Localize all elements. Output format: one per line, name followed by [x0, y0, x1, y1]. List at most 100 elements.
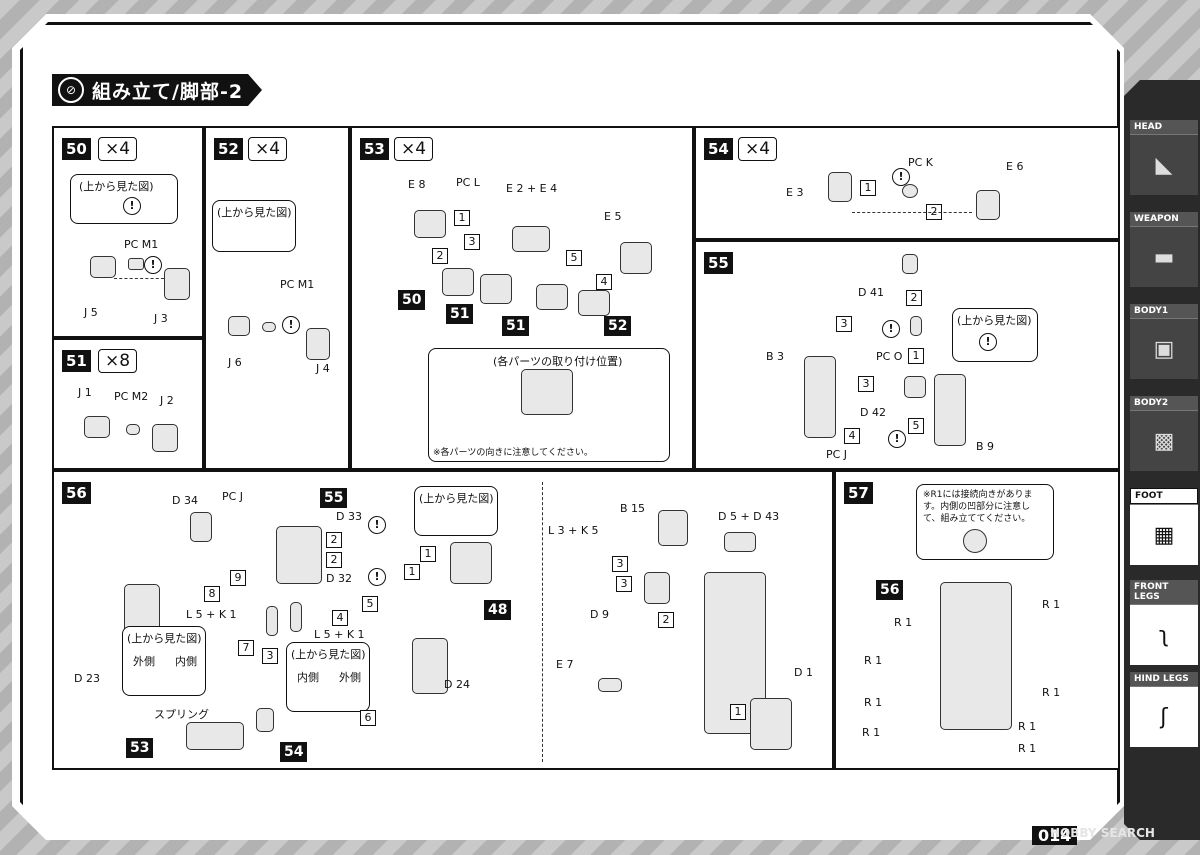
sidebar-tab-foot[interactable]: FOOT ▦ — [1130, 488, 1198, 565]
attention-icon: ! — [892, 168, 910, 186]
note-callout: ※R1には接続向きがあります。内側の凹部分に注意して、組み立ててください。 — [916, 484, 1054, 560]
subassembly-tag: 52 — [604, 316, 632, 336]
sidebar-tab-weapon[interactable]: WEAPON ▬ — [1130, 212, 1198, 287]
part-label: D 42 — [860, 406, 886, 419]
part-shape — [598, 678, 622, 692]
side-label: 外側 — [339, 671, 361, 684]
step-order-2: 2 — [326, 532, 342, 548]
part-shape — [578, 290, 610, 316]
part-label: D 41 — [858, 286, 884, 299]
part-shape — [976, 190, 1000, 220]
step-order-3: 3 — [464, 234, 480, 250]
sidebar-tab-label: FOOT — [1130, 488, 1198, 504]
step-number: 55 — [704, 252, 733, 274]
foot-icon: ▦ — [1130, 504, 1198, 565]
part-shape — [521, 369, 573, 415]
part-label: D 5 + D 43 — [718, 510, 780, 523]
step-order-1: 1 — [860, 180, 876, 196]
part-label: D 1 — [794, 666, 813, 679]
step-52-panel: 52 ×4 (上から見た図) PC M1 ! J 6 J 4 — [204, 126, 350, 470]
step-order-4: 4 — [596, 274, 612, 290]
step-order-3: 3 — [836, 316, 852, 332]
section-divider — [542, 482, 543, 762]
body2-icon: ▩ — [1130, 410, 1198, 471]
part-label: L 3 + K 5 — [548, 524, 599, 537]
part-shape — [480, 274, 512, 304]
part-shape — [750, 698, 792, 750]
watermark: HOBBY SEARCH — [1050, 826, 1155, 840]
step-order-2: 2 — [326, 552, 342, 568]
step-order-3: 3 — [616, 576, 632, 592]
part-shape — [190, 512, 212, 542]
step-order-5: 5 — [908, 418, 924, 434]
part-label: PC K — [908, 156, 934, 169]
part-label: R 1 — [1018, 720, 1037, 733]
part-shape — [152, 424, 178, 452]
pc-part — [128, 258, 144, 270]
guide-line — [114, 278, 164, 279]
wrench-icon: ⊘ — [58, 77, 84, 103]
step-order-5: 5 — [566, 250, 582, 266]
inner-outer-callout-left: (上から見た図) 外側 内側 — [122, 626, 206, 696]
top-view-callout: (上から見た図) ! — [952, 308, 1038, 362]
part-label: B 9 — [976, 440, 995, 453]
part-label: B 3 — [766, 350, 785, 363]
callout-title: (上から見た図) — [419, 492, 494, 505]
part-shape — [228, 316, 250, 336]
attention-icon: ! — [123, 197, 141, 215]
attention-icon: ! — [368, 568, 386, 586]
step-order-2: 2 — [658, 612, 674, 628]
top-view-callout: (上から見た図) ! — [70, 174, 178, 224]
part-label: D 33 — [336, 510, 362, 523]
pc-part — [126, 424, 140, 435]
pc-part — [910, 316, 922, 336]
part-shape — [442, 268, 474, 296]
step-order-4: 4 — [332, 610, 348, 626]
part-label: D 34 — [172, 494, 198, 507]
part-label: PC M1 — [124, 238, 159, 251]
part-label: E 7 — [556, 658, 574, 671]
part-label: R 1 — [1042, 686, 1061, 699]
part-label: E 3 — [786, 186, 804, 199]
sidebar-tab-head[interactable]: HEAD ◣ — [1130, 120, 1198, 195]
sidebar-tab-body2[interactable]: BODY2 ▩ — [1130, 396, 1198, 471]
step-order-7: 7 — [238, 640, 254, 656]
step-51-panel: 51 ×8 J 1 PC M2 J 2 — [52, 338, 204, 470]
part-shape — [84, 416, 110, 438]
part-label: E 6 — [1006, 160, 1024, 173]
quantity: ×4 — [394, 137, 434, 161]
weapon-icon: ▬ — [1130, 226, 1198, 287]
callout-title: (上から見た図) — [79, 180, 154, 193]
step-53-panel: 53 ×4 E 8 PC L E 2 + E 4 E 5 1 2 3 5 4 5… — [350, 126, 694, 470]
sidebar-tab-body1[interactable]: BODY1 ▣ — [1130, 304, 1198, 379]
side-label: 内側 — [175, 655, 197, 668]
callout-title: (上から見た図) — [957, 314, 1032, 327]
attention-icon: ! — [282, 316, 300, 334]
part-label: B 15 — [620, 502, 646, 515]
part-shape — [164, 268, 190, 300]
part-label: R 1 — [1018, 742, 1037, 755]
part-shape — [536, 284, 568, 310]
step-54-panel: 54 ×4 PC K E 6 E 3 ! 1 2 — [694, 126, 1120, 240]
subassembly-tag: 53 — [126, 738, 154, 758]
r1-part — [963, 529, 987, 553]
part-label: D 23 — [74, 672, 100, 685]
sidebar-tab-hind-legs[interactable]: HIND LEGS ʃ — [1130, 672, 1198, 747]
step-number: 50 — [62, 138, 91, 160]
quantity: ×8 — [98, 349, 138, 373]
step-order-1: 1 — [404, 564, 420, 580]
attention-icon: ! — [882, 320, 900, 338]
part-label: R 1 — [862, 726, 881, 739]
step-order-8: 8 — [204, 586, 220, 602]
step-order-1: 1 — [454, 210, 470, 226]
part-shape — [934, 374, 966, 446]
part-shape — [266, 606, 278, 636]
sidebar-tab-label: FRONT LEGS — [1130, 580, 1198, 604]
step-order-3: 3 — [262, 648, 278, 664]
part-label: R 1 — [1042, 598, 1061, 611]
sidebar-tab-label: WEAPON — [1130, 212, 1198, 226]
part-shape — [306, 328, 330, 360]
sidebar-tab-front-legs[interactable]: FRONT LEGS ʅ — [1130, 580, 1198, 665]
part-shape — [90, 256, 116, 278]
part-label: L 5 + K 1 — [186, 608, 237, 621]
